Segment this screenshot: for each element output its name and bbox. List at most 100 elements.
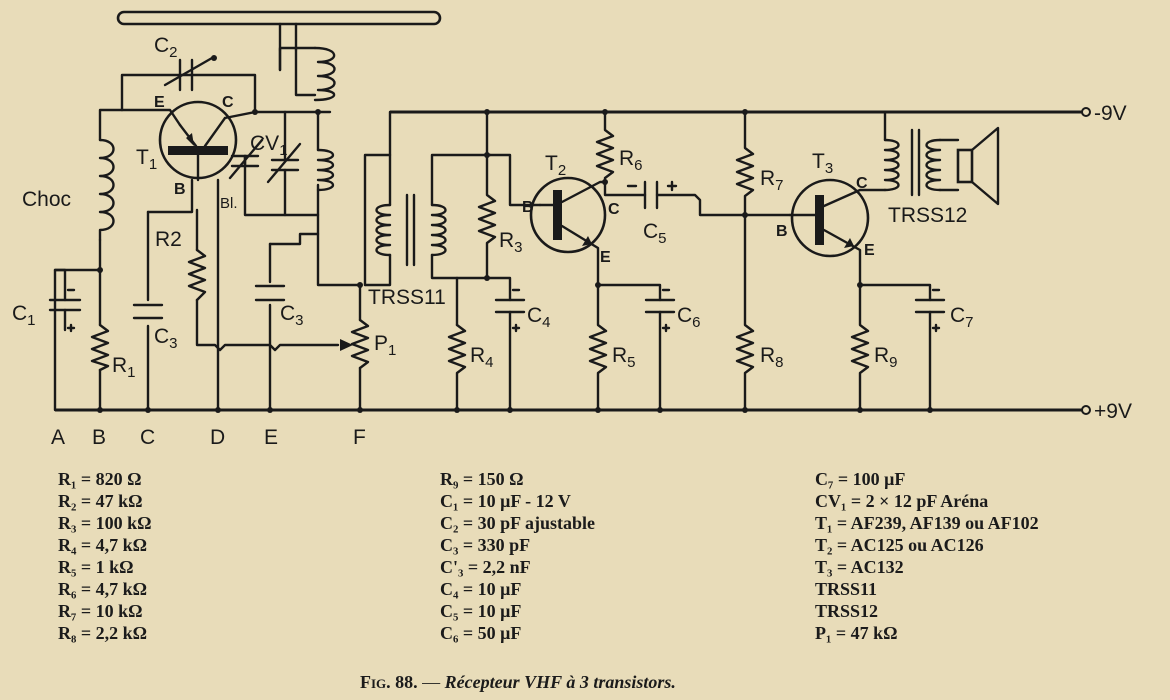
r9-label: R9 — [874, 344, 898, 371]
legend-item: R₄ = 4,7 kΩ — [58, 535, 148, 555]
t2-transistor — [529, 176, 607, 287]
legend-item: C₁ = 10 μF - 12 V — [440, 491, 571, 511]
legend-item: R₁ = 820 Ω — [58, 469, 142, 489]
legend-column-resistors: R₁ = 820 Ω R₂ = 47 kΩ R₃ = 100 kΩ R₄ = 4… — [58, 468, 152, 644]
t2-label: T2 — [545, 152, 566, 179]
legend-item: C₇ = 100 μF — [815, 469, 906, 489]
figure-title: Récepteur VHF à 3 transistors. — [444, 672, 676, 692]
junction-dots — [97, 109, 933, 413]
legend-item: P₁ = 47 kΩ — [815, 623, 898, 643]
c3-prime-label: C3 — [280, 302, 304, 329]
r8-label: R8 — [760, 344, 784, 371]
c1-label: C1 — [12, 302, 36, 329]
test-point-b: B — [92, 426, 106, 449]
r3-label: R3 — [499, 229, 523, 256]
r1-resistor — [90, 323, 110, 372]
t3-emitter-wire — [858, 283, 932, 302]
r9-resistor — [850, 283, 870, 412]
t1-pin-e: E — [154, 94, 165, 111]
r2-label: R2 — [155, 228, 182, 251]
figure-number: Fig. 88. — [360, 672, 418, 692]
circuit-schematic: -9V +9V Choc C2 — [12, 10, 1132, 449]
c3-prime-capacitor — [254, 284, 286, 302]
c4-label: C4 — [527, 304, 551, 331]
r1-label: R1 — [112, 354, 136, 381]
legend-column-semiconductors: C₇ = 100 μF CV₁ = 2 × 12 pF Aréna T₁ = A… — [815, 468, 1039, 644]
cv1-variable-capacitor — [228, 110, 302, 217]
rail-positive-terminal — [1081, 405, 1091, 415]
r6-label: R6 — [619, 147, 643, 174]
c6-label: C6 — [677, 304, 701, 331]
c4-capacitor — [485, 276, 526, 412]
test-point-e: E — [264, 426, 278, 449]
legend-item: R₈ = 2,2 kΩ — [58, 623, 148, 643]
legend-item: R₂ = 47 kΩ — [58, 491, 143, 511]
choke-label: Choc — [22, 188, 71, 211]
legend-item: R₆ = 4,7 kΩ — [58, 579, 148, 599]
c5-capacitor — [603, 180, 792, 217]
c6-capacitor — [644, 288, 676, 412]
r5-label: R5 — [612, 344, 636, 371]
c3-capacitor — [132, 303, 164, 320]
t2-pin-b: B — [522, 199, 534, 216]
test-point-c: C — [140, 426, 155, 449]
r5-resistor — [588, 283, 608, 412]
trss11-transformer — [363, 110, 492, 287]
r6-resistor — [595, 110, 615, 184]
legend-item: R₃ = 100 kΩ — [58, 513, 152, 533]
legend-item: C₂ = 30 pF ajustable — [440, 513, 595, 533]
legend-item: C'₃ = 2,2 nF — [440, 557, 531, 577]
legend-item: TRSS12 — [815, 601, 879, 621]
c7-capacitor — [914, 288, 946, 412]
c1-capacitor — [48, 268, 82, 333]
rail-negative-terminal — [1081, 107, 1091, 117]
c3-label: C3 — [154, 325, 178, 352]
c5-label: C5 — [643, 220, 667, 247]
c2-label: C2 — [154, 34, 178, 61]
speaker-icon — [956, 126, 1000, 206]
t3-pin-b: B — [776, 223, 788, 240]
test-point-f: F — [353, 426, 366, 449]
r3-resistor — [477, 110, 497, 280]
legend-item: T₃ = AC132 — [815, 557, 904, 577]
test-point-a: A — [51, 426, 65, 449]
t3-pin-e: E — [864, 242, 875, 259]
tank-coil — [316, 148, 335, 192]
choke-coil — [98, 138, 115, 242]
figure-caption: Fig. 88. — Récepteur VHF à 3 transistors… — [360, 672, 860, 693]
t3-pin-c: C — [856, 175, 868, 192]
rail-negative-label: -9V — [1094, 102, 1127, 125]
band-label: Bl. — [220, 195, 238, 212]
p1-label: P1 — [374, 332, 396, 359]
t2-pin-e: E — [600, 249, 611, 266]
p1-potentiometer — [340, 283, 370, 412]
t1-pin-b: B — [174, 181, 186, 198]
rail-positive-label: +9V — [1094, 400, 1132, 423]
legend-item: T₁ = AF239, AF139 ou AF102 — [815, 513, 1039, 533]
legend-item: C₆ = 50 μF — [440, 623, 522, 643]
legend-item: R₇ = 10 kΩ — [58, 601, 143, 621]
r7-resistor — [735, 110, 755, 217]
trss12-label: TRSS12 — [888, 204, 967, 227]
t1-stage-wiring — [53, 73, 362, 412]
legend-item: TRSS11 — [815, 579, 878, 599]
t1-pin-c: C — [222, 94, 234, 111]
trss12-output-transformer — [883, 110, 960, 197]
r7-label: R7 — [760, 167, 784, 194]
antenna-coupling-coil — [278, 46, 336, 102]
t2-base-wire — [485, 153, 542, 207]
t1-transistor — [158, 100, 238, 182]
legend-item: T₂ = AC125 ou AC126 — [815, 535, 984, 555]
t3-transistor — [788, 178, 887, 287]
r4-resistor — [447, 323, 467, 412]
c2-trimmer-capacitor — [163, 55, 217, 92]
t1-label: T1 — [136, 146, 157, 173]
legend-item: C₄ = 10 μF — [440, 579, 522, 599]
r4-label: R4 — [470, 344, 494, 371]
legend-item: R₅ = 1 kΩ — [58, 557, 134, 577]
test-point-d: D — [210, 426, 225, 449]
r8-resistor — [735, 213, 755, 412]
legend-item: C₃ = 330 pF — [440, 535, 531, 555]
legend-item: R₉ = 150 Ω — [440, 469, 524, 489]
